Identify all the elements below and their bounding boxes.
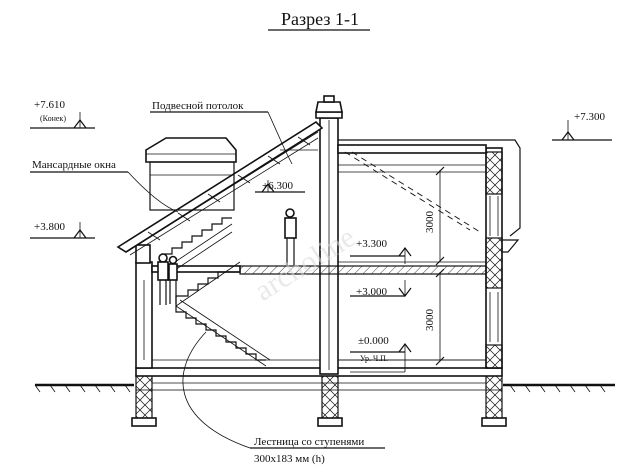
- leader-attic-windows: [30, 171, 179, 213]
- staircase: [161, 217, 271, 367]
- label-staircase-line1: Лестница со ступенями: [254, 436, 364, 448]
- label-staircase-line2: 300х183 мм (h): [254, 453, 325, 465]
- elevation-eave-marker: [30, 222, 95, 239]
- elevation-ground-note: Ур. Ч.П.: [360, 354, 388, 363]
- drawing-title: Разрез 1-1: [281, 9, 359, 29]
- person-figure-left-2: [168, 255, 178, 304]
- level-lines: [338, 166, 486, 366]
- elevation-ground-marker: [350, 343, 412, 373]
- chimney: [315, 95, 343, 375]
- dormer: [145, 137, 237, 211]
- right-roof: [337, 139, 521, 262]
- ground-slab: [135, 359, 503, 391]
- elevation-ridge-label: +7.610: [34, 99, 65, 111]
- leader-staircase: [182, 331, 385, 449]
- elevation-ceiling-label: +6.300: [262, 180, 293, 192]
- label-suspended-ceiling: Подвесной потолок: [152, 100, 244, 112]
- label-attic-windows: Мансардные окна: [32, 159, 116, 171]
- elevation-ridge-note: (Конек): [40, 114, 66, 123]
- lower-height-dimension: 3000: [424, 309, 436, 332]
- left-wall: [135, 244, 153, 369]
- elevation-floor2-top-marker: [350, 247, 412, 264]
- foundations: [131, 374, 507, 427]
- person-figure-left: [157, 253, 169, 305]
- elevation-floor2-bottom-marker: [350, 280, 412, 297]
- elevation-ground-label: ±0.000: [358, 335, 389, 347]
- elevation-eave-label: +3.800: [34, 221, 65, 233]
- elevation-ceiling-marker: [255, 180, 305, 193]
- elevation-floor2-bottom-label: +3.000: [356, 286, 387, 298]
- second-floor-slab: [151, 261, 487, 275]
- elevation-right-top-marker: [552, 120, 612, 141]
- elevation-floor2-top-label: +3.300: [356, 238, 387, 250]
- right-wall: [485, 147, 520, 369]
- upper-height-dimension: 3000: [424, 211, 436, 234]
- person-figure-upper: [284, 208, 297, 266]
- ground-line: [34, 383, 615, 393]
- elevation-ridge-marker: [30, 112, 95, 129]
- watermark: archoline: [249, 220, 361, 307]
- elevation-right-top-label: +7.300: [574, 111, 605, 123]
- leader-suspended-ceiling: [150, 111, 293, 165]
